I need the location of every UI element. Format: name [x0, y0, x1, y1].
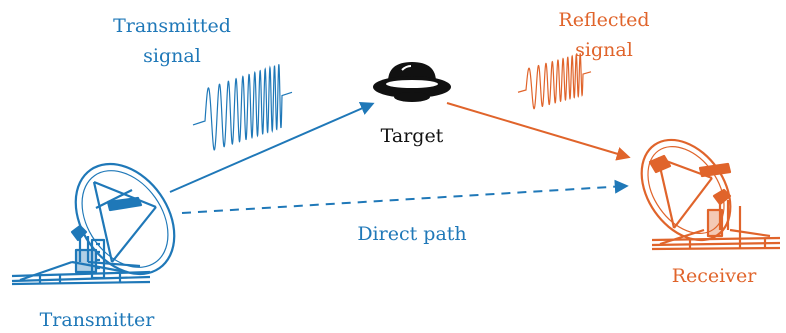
- satellite-dish-icon: [640, 138, 781, 251]
- transmitted-signal-label-line1: Transmitted: [113, 15, 231, 37]
- receiver-label: Receiver: [672, 265, 757, 287]
- transmitted-chirp-waveform: [192, 64, 293, 151]
- direct-path-label: Direct path: [357, 223, 466, 245]
- reflected-signal-label-line1: Reflected: [558, 9, 649, 31]
- reflected-signal-label-line2: signal: [575, 39, 633, 61]
- transmit-path-arrow: [169, 102, 375, 193]
- target-label: Target: [381, 125, 444, 147]
- ufo-icon: [373, 62, 451, 102]
- transmitted-signal-label-line2: signal: [143, 45, 201, 67]
- transmitter-label: Transmitter: [40, 309, 156, 331]
- reflected-chirp-waveform: [517, 53, 592, 110]
- satellite-dish-icon: [11, 162, 176, 286]
- direct-path-arrow: [181, 179, 629, 214]
- reflected-path-arrow: [446, 102, 631, 161]
